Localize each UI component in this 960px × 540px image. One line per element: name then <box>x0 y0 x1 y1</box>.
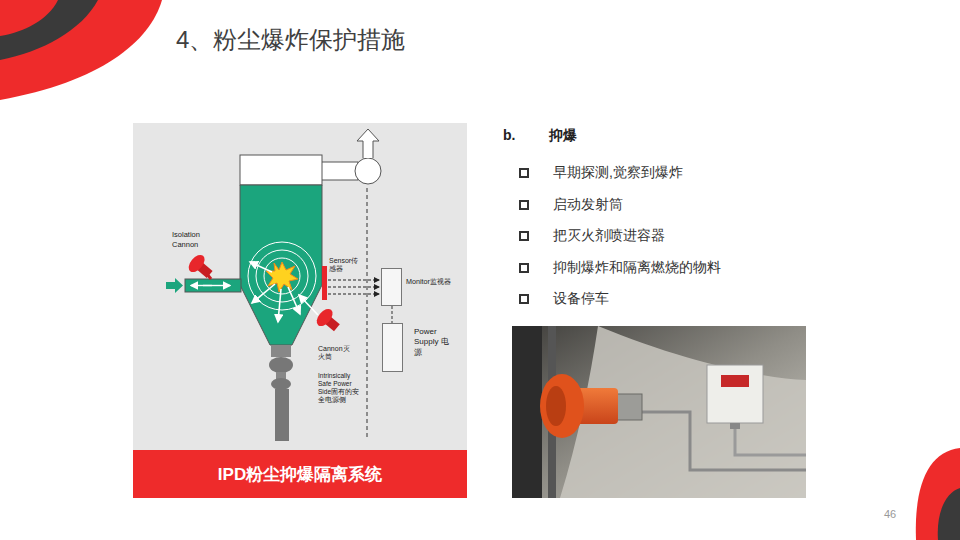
section-letter: b. <box>503 126 515 144</box>
artwork-part <box>540 374 584 438</box>
suppressant-arrow <box>288 287 300 314</box>
bullet-square <box>519 231 529 241</box>
inlet-pipe <box>185 279 241 292</box>
vessel-neck <box>271 345 291 357</box>
exhaust-arrow <box>357 129 379 158</box>
pipe-arrow <box>191 285 212 286</box>
callout-label: Sensor传感器 <box>329 257 359 274</box>
suppressant-arrow <box>278 289 281 322</box>
node-label: Power Supply 电源 <box>414 327 452 358</box>
vessel-top <box>240 155 322 185</box>
section-heading: 抑爆 <box>549 126 577 144</box>
safe-side-boundary <box>367 188 368 440</box>
bullet-text: 早期探测,觉察到爆炸 <box>553 163 683 181</box>
corner-decor-dark <box>0 0 98 60</box>
bullet-text: 设备停车 <box>553 289 609 307</box>
suppression-cannon <box>314 306 344 335</box>
artwork-part <box>707 365 763 423</box>
bullet-square <box>519 263 529 273</box>
callout-label: Isolation Cannon <box>172 230 218 250</box>
artwork-part <box>614 394 642 420</box>
artwork-part <box>730 423 740 429</box>
artwork-part <box>512 326 542 498</box>
outlet-duct <box>320 162 358 180</box>
callout-label: Intrinsically Safe Power Side固有的安全电源侧 <box>318 372 364 405</box>
artwork-part <box>512 326 806 498</box>
rotary-valve <box>269 357 293 373</box>
artwork-part <box>721 375 749 387</box>
caption-band: IPD粉尘抑爆隔离系统 <box>133 450 467 498</box>
bullet-text: 启动发射筒 <box>553 195 623 213</box>
corner-decor-red-inner <box>0 0 58 36</box>
bullet-square <box>519 168 529 178</box>
pressure-ring <box>248 242 316 310</box>
node-label: Monitor监视器 <box>406 277 466 286</box>
vessel-body <box>240 185 322 345</box>
corner-decor-red <box>916 448 960 540</box>
signal-line <box>328 287 379 288</box>
isolation-cannon <box>186 252 216 282</box>
fan <box>355 158 381 184</box>
sensor-bar <box>322 266 327 300</box>
monitor-box: Monitor监视器 <box>381 268 402 306</box>
artwork-part <box>186 252 208 275</box>
signal-line <box>328 280 379 281</box>
bullet-square <box>519 200 529 210</box>
bullet-square <box>519 294 529 304</box>
callout-label: Cannon灭火筒 <box>318 345 354 362</box>
connector-line <box>392 306 393 323</box>
signal-line <box>328 294 379 295</box>
suppressant-arrow <box>252 284 275 303</box>
valve-bulb <box>271 378 291 390</box>
discharge-pipe <box>275 389 289 441</box>
caption-text: IPD粉尘抑爆隔离系统 <box>218 463 382 486</box>
bullet-text: 抑制爆炸和隔离燃烧的物料 <box>553 258 721 276</box>
artwork-part <box>546 386 566 426</box>
inlet-arrow <box>166 278 183 293</box>
suppressant-arrow <box>299 295 318 315</box>
corner-decor-red <box>0 0 162 100</box>
page-number: 46 <box>884 507 896 521</box>
corner-decor-dark <box>938 488 960 540</box>
diagram-panel <box>133 123 467 450</box>
artwork-part <box>314 306 336 329</box>
installation-photo <box>512 326 806 498</box>
suppressant-arrow <box>250 262 272 272</box>
power-supply-box: Power Supply 电源 <box>382 323 403 372</box>
valve-joint <box>276 372 286 379</box>
bullet-text: 把灭火剂喷进容器 <box>553 226 665 244</box>
artwork-part <box>560 326 806 498</box>
artwork-part <box>735 423 806 455</box>
slide-title: 4、粉尘爆炸保护措施 <box>176 26 405 55</box>
